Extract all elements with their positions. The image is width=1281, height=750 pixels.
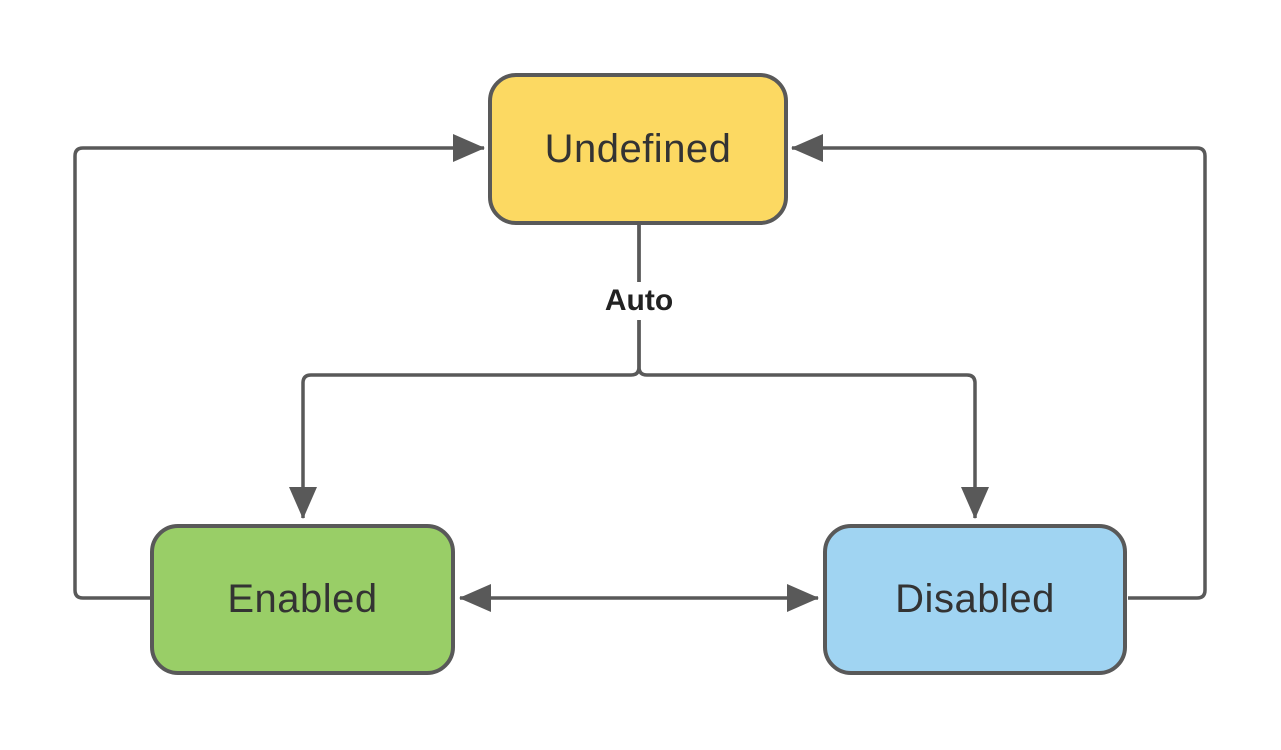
edge-disabled-to-undefined — [791, 134, 1207, 600]
state-label-undefined: Undefined — [544, 126, 732, 171]
edge-label-auto: Auto — [592, 282, 686, 320]
state-node-disabled: Disabled — [823, 524, 1127, 675]
edge-undefined-to-disabled — [637, 225, 989, 519]
state-node-undefined: Undefined — [488, 73, 788, 225]
edge-undefined-to-enabled — [289, 225, 641, 519]
state-node-enabled: Enabled — [150, 524, 455, 675]
edge-enabled-to-undefined — [73, 134, 485, 600]
state-label-disabled: Disabled — [895, 577, 1055, 621]
state-label-enabled: Enabled — [227, 577, 378, 621]
